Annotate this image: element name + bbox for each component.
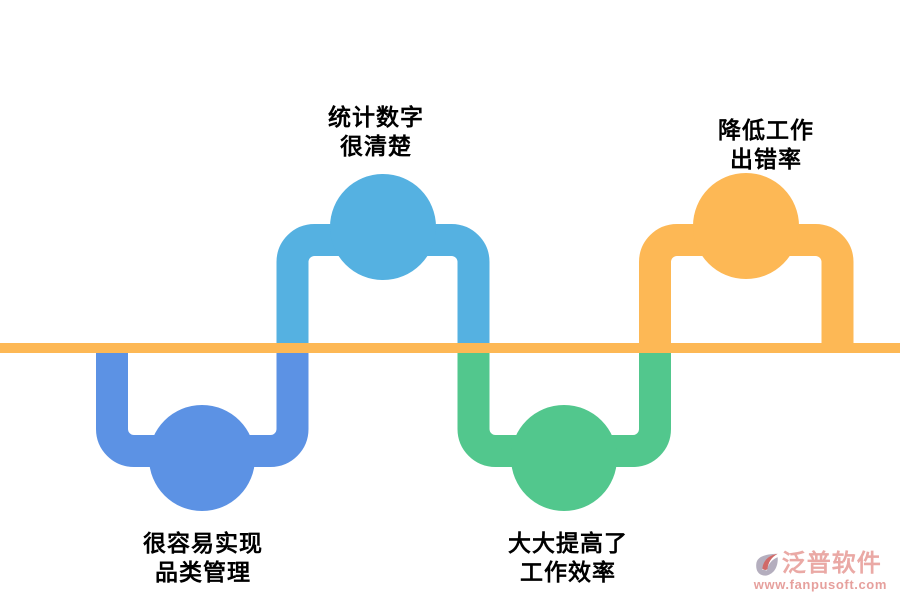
label-line-1: 统计数字 <box>328 104 424 130</box>
node-label-3: 大大提高了 工作效率 <box>508 529 628 587</box>
label-line-2: 品类管理 <box>155 559 251 585</box>
node-label-1: 很容易实现 品类管理 <box>143 529 263 587</box>
brand-row: 泛普软件 <box>754 551 887 577</box>
node-circle-1 <box>149 405 255 511</box>
label-line-2: 很清楚 <box>340 133 412 159</box>
label-line-1: 大大提高了 <box>508 530 628 556</box>
label-line-1: 很容易实现 <box>143 530 263 556</box>
brand-url: www.fanpusoft.com <box>753 577 887 592</box>
brand-watermark: 泛普软件 www.fanpusoft.com <box>754 551 887 592</box>
fanpu-swoosh-logo-icon <box>755 553 779 576</box>
label-line-1: 降低工作 <box>718 117 814 143</box>
node-circle-4 <box>693 173 799 279</box>
node-label-4: 降低工作 出错率 <box>718 116 814 174</box>
brand-name: 泛普软件 <box>781 550 882 577</box>
label-line-2: 出错率 <box>730 146 802 172</box>
label-line-2: 工作效率 <box>520 559 616 585</box>
node-circle-3 <box>511 405 617 511</box>
node-label-2: 统计数字 很清楚 <box>328 103 424 161</box>
timeline-baseline <box>0 343 900 353</box>
node-circle-2 <box>330 174 436 280</box>
